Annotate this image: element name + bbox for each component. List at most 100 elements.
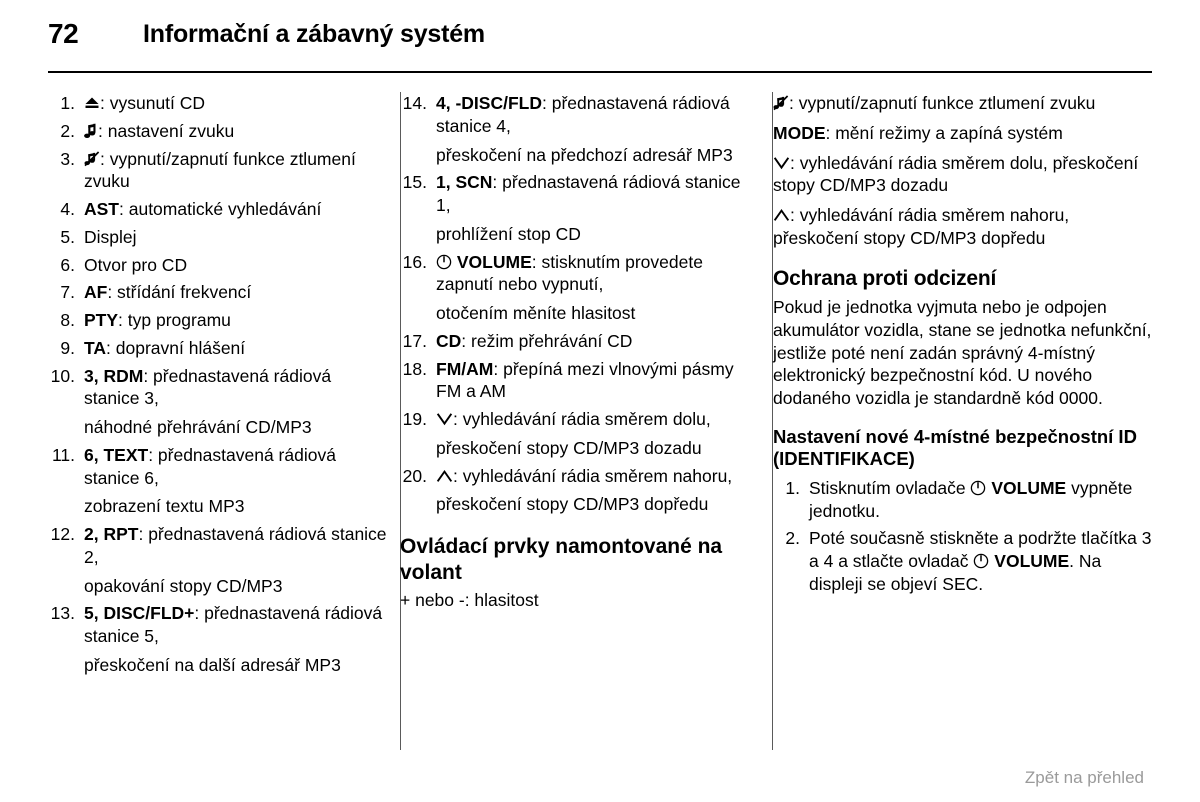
list-number: 4. [60, 199, 75, 219]
music-note-icon [84, 123, 98, 139]
list-text: : typ programu [118, 310, 231, 330]
chevron-down-icon [436, 411, 453, 427]
chevron-down-icon [773, 155, 790, 171]
list-item: 9. TA: dopravní hlášení [48, 337, 388, 360]
step-text-after: vypněte jednotku. [809, 477, 1133, 521]
power-icon [970, 480, 986, 496]
header-rule [48, 71, 1152, 73]
list-subtext: opakování stopy CD/MP3 [84, 575, 283, 596]
theft-protection-body: Pokud je jednotka vyjmuta nebo je odpoje… [773, 297, 1152, 409]
list-number: 12. [50, 524, 75, 544]
chevron-up-icon [436, 468, 453, 484]
column-one: 1. : vysunutí CD 2. : nastavení zvuku 3.… [48, 92, 388, 762]
power-icon [973, 553, 989, 569]
list-number: 3. [60, 148, 75, 169]
step-text-after: . Na displeji se objeví SEC. [809, 551, 1102, 594]
mute-icon [84, 150, 100, 167]
list-item: 12. 2, RPT: přednastavená rádiová stanic… [48, 523, 388, 597]
list-term: VOLUME [456, 251, 532, 272]
list-term: AF [84, 282, 108, 303]
list-number: 2. [785, 528, 800, 549]
entry-text: : vypnutí/zapnutí funkce ztlumení zvuku [789, 93, 1096, 113]
list-item: 18. FM/AM: přepíná mezi vlnovými pásmy F… [400, 358, 745, 404]
list-item: 19. : vyhledávání rádia směrem dolu, pře… [400, 408, 745, 460]
list-number: 1. [785, 477, 800, 498]
power-icon [436, 254, 452, 270]
list-number: 9. [60, 337, 75, 358]
list-item: 11. 6, TEXT: přednastavená rádiová stani… [48, 444, 388, 518]
list-text: : stisknutím provedete zapnutí nebo vypn… [436, 251, 703, 295]
list-number: 14. [402, 93, 427, 113]
list-subtext: přeskočení stopy CD/MP3 dozadu [436, 437, 702, 458]
entry-mode: MODE: mění režimy a zapíná systém [773, 122, 1153, 145]
list-subtext: přeskočení stopy CD/MP3 dopředu [436, 494, 709, 515]
list-subtext: přeskočení na předchozí adresář MP3 [436, 144, 733, 165]
column-two: 14. 4, -DISC/FLD : přednastavená rádiová … [400, 92, 745, 762]
list-subtext: otočením měníte hlasitost [436, 303, 636, 323]
step-text-before: Poté současně stiskněte a podržte tlačít… [809, 528, 1152, 572]
entry-text: : vyhledávání rádia směrem dolu, přeskoč… [773, 152, 1139, 196]
list-item: 10. 3, RDM: přednastavená rádiová stanic… [48, 365, 388, 439]
list-item: 7. AF: střídání frekvencí [48, 281, 388, 304]
list-text: : střídání frekvencí [107, 282, 252, 303]
list-item: 3. : vypnutí/zapnutí funkce ztlumení zvu… [48, 148, 388, 194]
list-item: 1. Stisknutím ovladače VOLUME vypněte je… [773, 477, 1153, 523]
list-number: 1. [60, 93, 75, 113]
list-text: : přednastavená rádiová stanice 5, [84, 603, 383, 646]
list-text: : vysunutí CD [100, 93, 206, 113]
eject-icon [84, 95, 100, 111]
list-number: 7. [60, 282, 75, 303]
list-text: Otvor pro CD [84, 254, 188, 275]
list-text: : přednastavená rádiová stanice 6, [84, 444, 336, 488]
column-three: : vypnutí/zapnutí funkce ztlumení zvuku … [773, 92, 1153, 762]
list-item: 2. Poté současně stiskněte a podržte tla… [773, 527, 1153, 595]
list-item: 8. PTY: typ programu [48, 309, 388, 332]
list-item: 13. 5, DISC/FLD+: přednastavená rádiová … [48, 602, 388, 676]
list-text: Displej [84, 226, 137, 247]
list-number: 19. [402, 409, 427, 429]
list-number: 6. [60, 254, 75, 275]
list-number: 18. [402, 358, 427, 379]
page-title: Informační a zábavný systém [143, 20, 485, 48]
page-header: 72 Informační a zábavný systém [0, 18, 1200, 62]
content-columns: 1. : vysunutí CD 2. : nastavení zvuku 3.… [48, 92, 1152, 762]
list-text: : režim přehrávání CD [461, 330, 633, 351]
list-number: 11. [51, 444, 75, 465]
step-term: VOLUME [994, 551, 1070, 572]
page-number: 72 [48, 18, 79, 49]
list-item: 16. VOLUME: stisknutím provedete zapnutí… [400, 251, 745, 325]
list-term: 5, DISC/FLD+ [84, 603, 195, 624]
list-item: 6. Otvor pro CD [48, 254, 388, 277]
step-term: VOLUME [991, 477, 1067, 498]
list-number: 16. [402, 251, 427, 272]
list-term: FM/AM [436, 358, 494, 379]
list-number: 13. [50, 603, 75, 624]
entry-seek-up: : vyhledávání rádia směrem nahoru, přesk… [773, 204, 1153, 250]
control-list-part-one: 1. : vysunutí CD 2. : nastavení zvuku 3.… [48, 92, 388, 677]
list-item: 1. : vysunutí CD [48, 92, 388, 115]
steering-controls-heading: Ovládací prvky namontované na volant [400, 535, 723, 584]
entry-seek-down: : vyhledávání rádia směrem dolu, přeskoč… [773, 152, 1153, 198]
list-item: 4. AST: automatické vyhledávání [48, 198, 388, 221]
column-divider-1 [400, 92, 401, 750]
list-term: AST [84, 199, 119, 219]
column-divider-2 [772, 92, 773, 750]
back-to-overview-link[interactable]: Zpět na přehled [1024, 768, 1144, 787]
list-text: : přednastavená rádiová stanice 1, [436, 172, 741, 215]
security-id-heading: Nastavení nové 4-místné bezpečnostní ID … [773, 425, 1137, 470]
list-term: 2, RPT [84, 524, 139, 544]
entry-term: MODE [773, 122, 826, 143]
chevron-up-icon [773, 207, 790, 223]
list-text: : dopravní hlášení [106, 337, 246, 358]
list-text: : přepíná mezi vlnovými pásmy FM a AM [436, 358, 734, 402]
entry-text: : vyhledávání rádia směrem nahoru, přesk… [773, 205, 1070, 248]
list-term: CD [436, 330, 462, 351]
list-term: PTY [84, 310, 119, 330]
list-number: 2. [60, 120, 75, 141]
mute-icon [773, 95, 789, 111]
list-term: 3, RDM [84, 365, 144, 386]
step-text-before: Stisknutím ovladače [809, 477, 971, 498]
list-number: 10. [50, 365, 75, 386]
list-number: 15. [402, 172, 427, 193]
list-term: 4, -DISC/FLD [436, 93, 542, 113]
